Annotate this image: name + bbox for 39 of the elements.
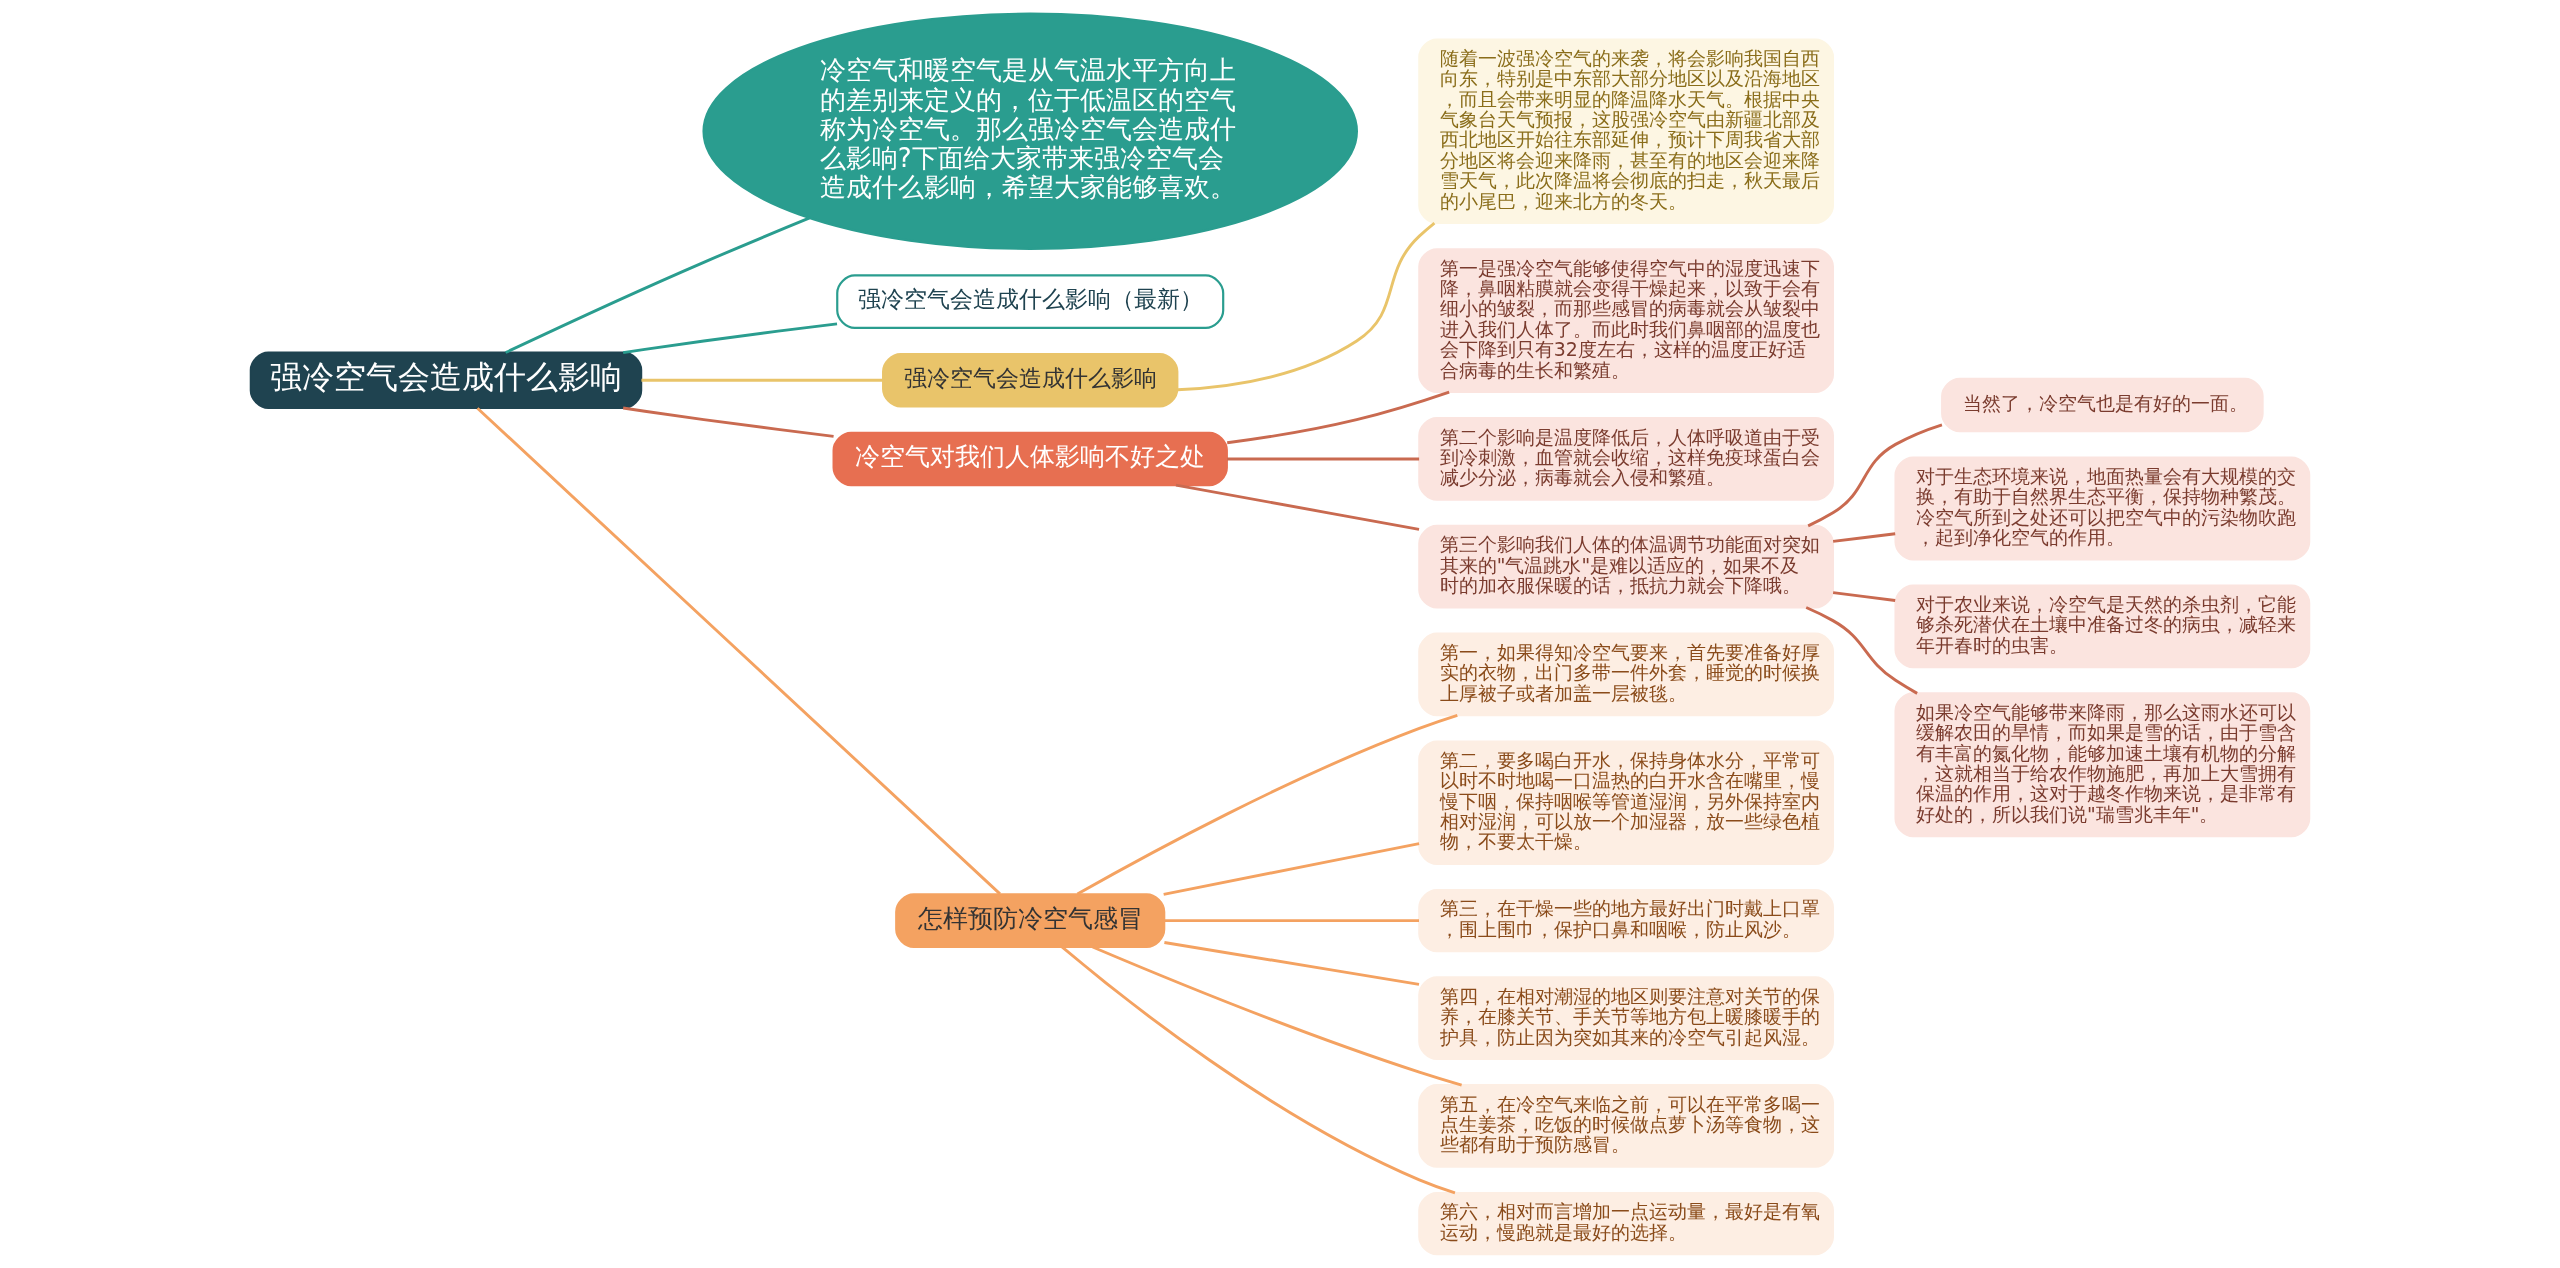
connector (1175, 483, 1420, 531)
connector (476, 407, 1001, 895)
node-box: 对于农业来说，冷空气是天然的杀虫剂，它能够杀死潜伏在土壤中准备过冬的病虫，减轻来年开春时的虫害。 (1894, 584, 2311, 669)
node-box: 第一是强冷空气能够使得空气中的湿度迅速下降，鼻咽粘膜就会变得干燥起来，以致于会有细小的皱裂，而那些感冒的病毒就会从皱裂中进入我们人体了。而此时我们鼻咽部的温度也会下降到只有32度左右，这样的温度正好适合病毒的生长和繁殖。 (1418, 248, 1834, 394)
node-box: 对于生态环境来说，地面热量会有大规模的交换，有助于自然界生态平衡，保持物种繁茂。冷空气所到之处还可以把空气中的污染物吹跑，起到净化空气的作用。 (1894, 456, 2311, 561)
connector (622, 406, 834, 438)
node-box: 强冷空气会造成什么影响（最新） (836, 274, 1225, 329)
node-box: 第一，如果得知冷空气要来，首先要准备好厚实的衣物，出门多带一件外套，睡觉的时候换上厚被子或者加盖一层被毯。 (1418, 632, 1834, 717)
connector (1092, 945, 1463, 1087)
node-box: 强冷空气会造成什么影响 (249, 351, 643, 410)
node-box: 第二个影响是温度降低后，人体呼吸道由于受到冷刺激，血管就会收缩，这样免疫球蛋白会减少分泌，病毒就会入侵和繁殖。 (1418, 417, 1834, 501)
node-box: 第六，相对而言增加一点运动量，最好是有氧运动，慢跑就是最好的选择。 (1418, 1191, 1834, 1256)
node-box: 强冷空气会造成什么影响 (882, 353, 1179, 408)
connector (1227, 390, 1450, 445)
connector (1805, 606, 1918, 695)
connector (1164, 919, 1419, 923)
connector (641, 378, 883, 382)
connector (1832, 591, 1896, 602)
node-ellipse: 冷空气和暖空气是从气温水平方向上的差别来定义的，位于低温区的空气称为冷空气。那么强冷空气会造成什么影响?下面给大家带来强冷空气会造成什么影响，希望大家能够喜欢。 (702, 12, 1358, 250)
node-box: 随着一波强冷空气的来袭，将会影响我国自西向东，特别是中东部大部分地区以及沿海地区，而且会带来明显的降温降水天气。根据中央气象台天气预报，这股强冷空气由新疆北部及西北地区开始往东部延伸，预计下周我省大部分地区将会迎来降雨，甚至有的地区会迎来降雪天气，此次降温将会彻底的扫走，秋天最后的小尾巴，迎来北方的冬天。 (1418, 38, 1834, 225)
node-box: 当然了，冷空气也是有好的一面。 (1941, 377, 2264, 433)
connector (505, 216, 811, 354)
connector (1807, 423, 1943, 528)
node-box: 怎样预防冷空气感冒 (895, 893, 1166, 948)
node-box: 第三，在干燥一些的地方最好出门时戴上口罩，围上围巾，保护口鼻和咽喉，防止风沙。 (1418, 888, 1834, 953)
connector (1177, 221, 1436, 392)
connector (1076, 713, 1458, 896)
node-box: 如果冷空气能够带来降雨，那么这雨水还可以缓解农田的旱情，而如果是雪的话，由于雪含有丰富的氮化物，能够加速土壤有机物的分解，这就相当于给农作物施肥，再加上大雪拥有保温的作用，这对于越冬作物来说，是非常有好处的，所以我们说"瑞雪兆丰年"。 (1894, 692, 2311, 838)
connector (622, 322, 838, 355)
connector (1227, 457, 1420, 461)
connector (1164, 941, 1420, 986)
connector (1061, 945, 1456, 1195)
connector (1163, 842, 1420, 896)
node-box: 第五，在冷空气来临之前，可以在平常多喝一点生姜茶，吃饭的时候做点萝卜汤等食物，这些都有助于预防感冒。 (1418, 1084, 1834, 1168)
connector (1832, 532, 1896, 543)
node-box: 第二，要多喝白开水，保持身体水分，平常可以时不时地喝一口温热的白开水含在嘴里，慢慢下咽，保持咽喉等管道湿润，另外保持室内相对湿润，可以放一个加湿器，放一些绿色植物，不要太干燥。 (1418, 740, 1834, 865)
node-box: 第三个影响我们人体的体温调节功能面对突如其来的"气温跳水"是难以适应的，如果不及时的加衣服保暖的话，抵抗力就会下降哦。 (1418, 524, 1834, 609)
node-box: 冷空气对我们人体影响不好之处 (832, 431, 1228, 487)
node-box: 第四，在相对潮湿的地区则要注意对关节的保养，在膝关节、手关节等地方包上暖膝暖手的护具，防止因为突如其来的冷空气引起风湿。 (1418, 976, 1834, 1061)
